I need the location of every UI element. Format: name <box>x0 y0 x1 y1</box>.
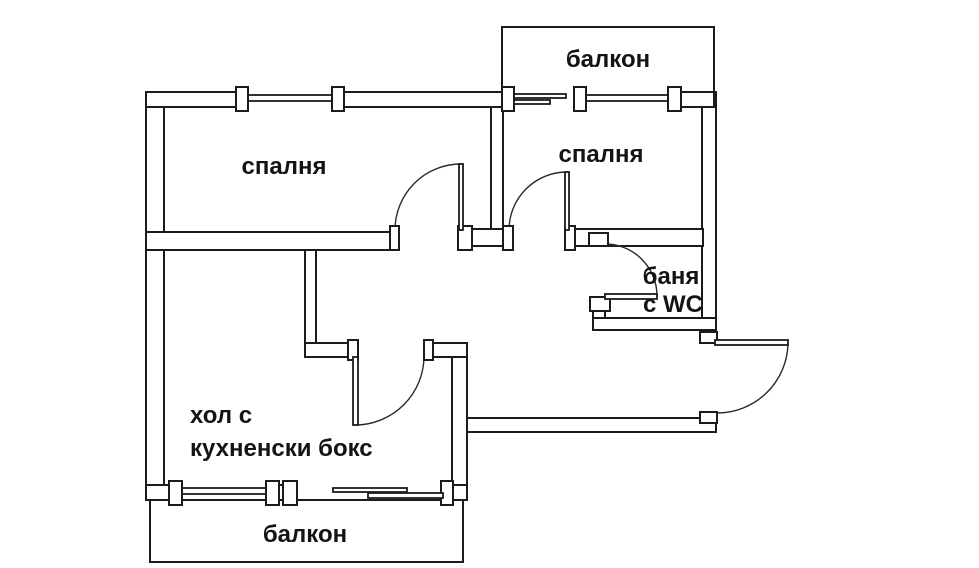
room-labels: балкон спалня спалня баня с WC хол с кух… <box>190 46 703 548</box>
door-jamb-top <box>699 331 718 344</box>
label-bathroom-line2: с WC <box>643 291 703 318</box>
wall-corridor-bottom <box>466 417 717 433</box>
opening-door-bedroom1 <box>399 227 459 253</box>
window-jamb-left <box>168 480 183 506</box>
door-jamb-right <box>564 225 576 251</box>
window-jamb-left <box>573 86 587 112</box>
wall-bathroom-bottom <box>592 317 717 331</box>
sliding-doors <box>282 86 567 506</box>
door-swing-arc <box>508 171 568 231</box>
window-glass-lines <box>181 487 267 495</box>
door-jamb-left <box>389 225 400 251</box>
door-swing-arc <box>355 356 425 426</box>
balcony-top-outline <box>501 26 715 94</box>
wall-left-outer <box>145 91 165 501</box>
door-jamb-right <box>457 225 473 251</box>
wall-living-corridor-lower <box>451 342 468 501</box>
window-jamb-right <box>667 86 682 112</box>
window-jamb-left <box>235 86 249 112</box>
balconies <box>149 26 715 563</box>
opening-door-living <box>357 341 427 359</box>
door-bedroom1 <box>389 163 473 251</box>
wall-bedroom1-bottom <box>145 231 398 251</box>
door-entry <box>699 331 789 424</box>
sliding-door-jamb <box>501 86 515 112</box>
opening-door-bedroom2 <box>511 227 566 249</box>
wall-bedroom-divider <box>490 91 504 244</box>
door-swing-arc <box>394 163 462 231</box>
label-living-line1: хол с <box>190 402 252 429</box>
sliding-panel-2 <box>513 99 551 105</box>
window-bedroom2 <box>573 86 682 112</box>
wall-living-corridor-upper <box>304 245 317 347</box>
window-jamb-right <box>331 86 345 112</box>
wall-right-upper <box>701 91 717 343</box>
label-balcony-bottom: балкон <box>263 521 347 548</box>
sliding-door-balcony-bottom <box>282 480 454 506</box>
door-jamb-right <box>423 339 434 361</box>
sliding-panel-1 <box>332 487 408 493</box>
window-bedroom1 <box>235 86 345 112</box>
door-leaf <box>564 171 570 231</box>
balcony-bottom-outline <box>149 499 464 563</box>
window-glass-lines <box>585 94 669 102</box>
door-bedroom2 <box>502 171 576 251</box>
opening-entry-door <box>700 344 718 412</box>
label-bathroom-line1: баня <box>643 263 700 290</box>
label-living-line2: кухненски бокс <box>190 435 373 462</box>
door-leaf <box>714 339 789 346</box>
door-living <box>347 339 434 426</box>
door-jamb-bottom <box>589 296 611 312</box>
opening-door-bathroom <box>592 246 606 298</box>
doors <box>347 163 789 426</box>
door-leaf <box>458 163 464 231</box>
door-bathroom <box>588 232 658 312</box>
door-jamb-top <box>588 232 609 247</box>
door-leaf <box>352 356 359 426</box>
door-swing-arc <box>604 243 658 297</box>
wall-bedroom2-bottom <box>566 228 704 247</box>
sliding-panel-1 <box>513 93 567 99</box>
label-bedroom-left: спалня <box>242 153 327 180</box>
sliding-panel-2 <box>367 492 444 499</box>
door-jamb-bottom <box>699 411 718 424</box>
window-jamb-right <box>265 480 280 506</box>
sliding-door-balcony-top <box>501 86 567 112</box>
door-jamb-left <box>502 225 514 251</box>
sliding-door-jamb-left <box>282 480 298 506</box>
window-living <box>168 480 280 506</box>
window-glass-lines <box>247 94 333 102</box>
door-swing-arc <box>716 342 789 414</box>
label-balcony-top: балкон <box>566 46 650 73</box>
windows <box>168 86 682 506</box>
door-leaf <box>604 293 658 300</box>
label-bedroom-right: спалня <box>559 141 644 168</box>
